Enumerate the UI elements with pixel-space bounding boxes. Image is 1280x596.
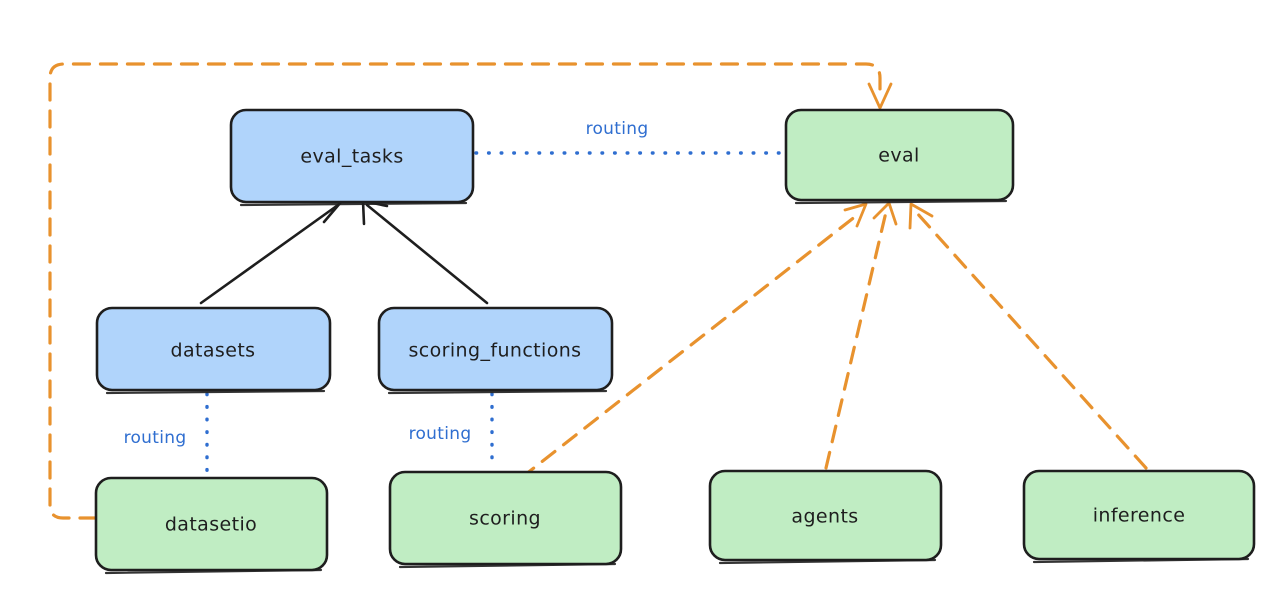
edge-label-routing-datasetio: routing	[124, 428, 187, 448]
edge-scoring_functions-to-eval_tasks	[361, 199, 489, 305]
node-label-inference: inference	[1093, 505, 1186, 527]
node-eval_tasks[interactable]: eval_tasks	[229, 108, 475, 207]
node-label-eval_tasks: eval_tasks	[300, 146, 403, 168]
edge-datasetio-to-eval	[48, 62, 893, 520]
edge-agents-to-eval	[824, 201, 898, 470]
edge-datasets-to-eval_tasks	[199, 197, 343, 305]
node-label-scoring_functions: scoring_functions	[409, 340, 582, 362]
node-scoring[interactable]: scoring	[388, 470, 623, 569]
node-agents[interactable]: agents	[708, 469, 943, 565]
edge-scoring-to-eval	[519, 202, 868, 480]
node-label-datasetio: datasetio	[165, 514, 257, 536]
node-label-agents: agents	[791, 506, 858, 528]
node-eval[interactable]: eval	[784, 108, 1015, 205]
edge-label-routing-eval: routing	[586, 119, 649, 139]
edge-inference-to-eval	[908, 202, 1148, 470]
node-datasetio[interactable]: datasetio	[94, 476, 329, 575]
edge-label-routing-scoring: routing	[409, 424, 472, 444]
node-label-eval: eval	[878, 145, 919, 167]
node-label-datasets: datasets	[171, 340, 256, 362]
edge-scoring_functions-to-scoring: routing	[409, 392, 494, 471]
node-label-scoring: scoring	[469, 508, 541, 530]
node-inference[interactable]: inference	[1022, 469, 1256, 564]
node-scoring_functions[interactable]: scoring_functions	[377, 306, 614, 395]
edge-eval_tasks-to-eval: routing	[474, 119, 786, 155]
edge-datasets-to-datasetio: routing	[124, 392, 209, 476]
node-datasets[interactable]: datasets	[95, 306, 332, 395]
